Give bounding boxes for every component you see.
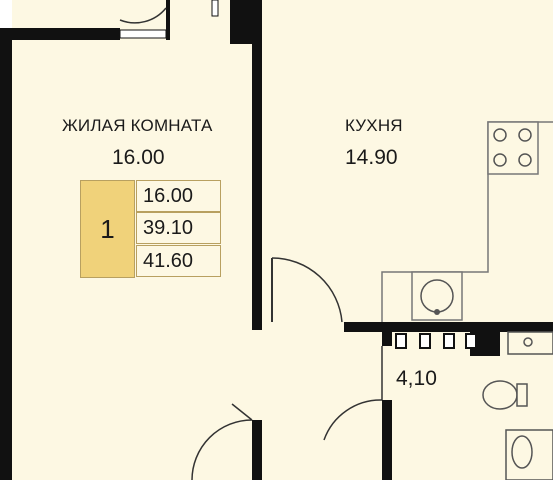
- living-room-name: ЖИЛАЯ КОМНАТА: [62, 116, 213, 135]
- summary-total-with-balcony: 41.60: [136, 245, 221, 277]
- toilet-bowl: [482, 380, 518, 410]
- wall-top-left: [0, 28, 120, 40]
- wall-partition-lower: [252, 322, 262, 330]
- wall-partition-bottom: [252, 420, 262, 480]
- bath-pier-1: [395, 333, 407, 349]
- summary-living-area: 16.00: [136, 180, 221, 212]
- hallway-floor: [262, 322, 382, 480]
- stove-burner-2: [518, 128, 532, 142]
- bath-pier-3: [443, 333, 455, 349]
- stove-burner-3: [493, 153, 507, 167]
- living-door-leaf: [231, 403, 253, 421]
- living-room-area: 16.00: [112, 146, 165, 169]
- toilet-tank: [516, 383, 528, 407]
- shower-tray: [505, 429, 553, 480]
- stove-burner-4: [518, 153, 532, 167]
- wall-left: [0, 40, 12, 480]
- bath-washbasin-tap: [523, 337, 533, 347]
- rooms-count-badge: 1: [80, 180, 135, 278]
- bath-door-arc: [323, 399, 383, 441]
- wall-bath-left: [382, 322, 392, 346]
- window-top-left: [119, 29, 167, 39]
- stove-burner-1: [493, 128, 507, 142]
- kitchen-name: КУХНЯ: [345, 116, 403, 135]
- bathroom-area: 4,10: [396, 367, 437, 390]
- wall-bath-left-lower: [382, 400, 392, 480]
- shower-drain: [511, 435, 533, 469]
- kitchen-area: 14.90: [345, 146, 398, 169]
- stove: [487, 121, 539, 175]
- wall-partition-upper: [252, 44, 262, 324]
- window-top-right: [211, 0, 219, 17]
- summary-total-area: 39.10: [136, 212, 221, 244]
- top-door-arc: [119, 7, 167, 24]
- kitchen-sink-drain: [434, 309, 440, 315]
- bath-pier-4: [465, 333, 477, 349]
- wall-bath-top: [344, 322, 553, 332]
- wall-top-block: [230, 0, 262, 44]
- kitchen-door-arc: [271, 257, 343, 323]
- living-door-opening: [252, 330, 262, 420]
- bath-pier-2: [419, 333, 431, 349]
- bath-washbasin: [507, 331, 553, 355]
- wall-top-stub: [166, 0, 170, 40]
- living-door-arc: [191, 419, 253, 480]
